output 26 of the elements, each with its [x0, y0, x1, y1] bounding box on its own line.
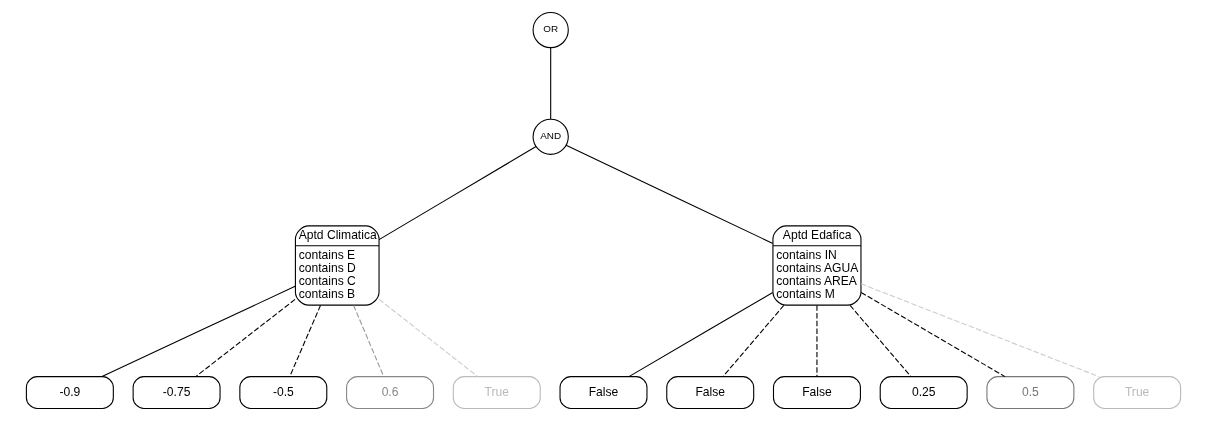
node-box: 0.25	[879, 376, 968, 410]
node-box: 0.5	[985, 376, 1074, 410]
connector	[194, 298, 296, 378]
node-box: False	[665, 376, 754, 410]
node-box: -0.5	[238, 376, 327, 410]
node-box: -0.75	[132, 376, 221, 410]
node-box: False	[559, 376, 647, 410]
connector	[722, 304, 784, 378]
connector	[378, 146, 537, 241]
node-circle: OR	[532, 11, 569, 49]
connector	[849, 304, 911, 378]
node-box: True	[452, 376, 541, 410]
connector	[860, 283, 1099, 378]
connector	[352, 304, 384, 378]
connector	[549, 47, 551, 120]
node-box: 0.6	[345, 376, 434, 410]
connector	[101, 285, 296, 378]
node-box: -0.9	[25, 376, 114, 410]
connector	[815, 304, 817, 378]
node-box: False	[772, 376, 861, 410]
connector	[627, 291, 773, 378]
connector	[378, 298, 478, 378]
node-box: True	[1092, 376, 1181, 410]
connector	[565, 144, 773, 244]
node-circle: AND	[532, 118, 569, 155]
connector	[860, 291, 1005, 378]
